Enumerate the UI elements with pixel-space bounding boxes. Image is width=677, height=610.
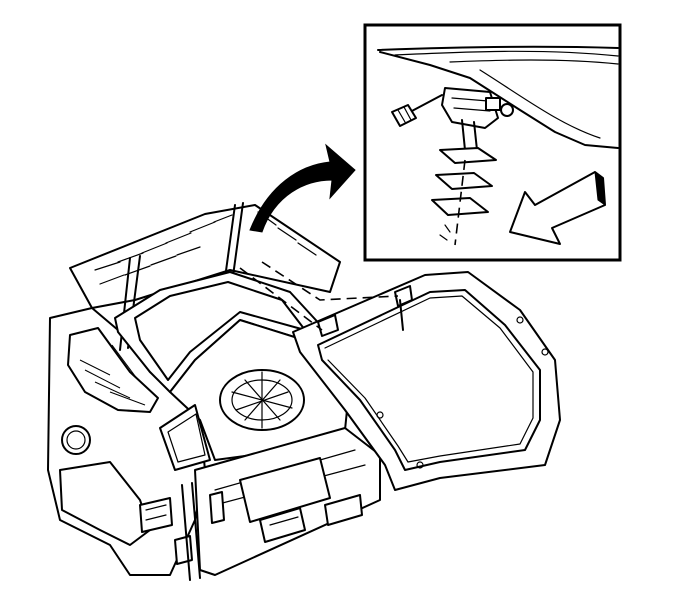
washer-plate-3 [431,197,489,216]
quarter-panel-hatching [79,344,146,406]
latch-area [259,507,306,543]
alignment-lines [239,261,399,331]
bolt [391,94,443,127]
liftgate-hinge-tab-left [317,314,339,337]
license-pocket [239,457,331,523]
washer-plate-1 [439,147,497,164]
washer-plate-2 [435,172,493,190]
detail-view [363,23,622,262]
vehicle-body [47,202,381,581]
liftgate [292,271,561,491]
fuel-door [61,425,91,455]
callout-arrow [249,143,356,233]
